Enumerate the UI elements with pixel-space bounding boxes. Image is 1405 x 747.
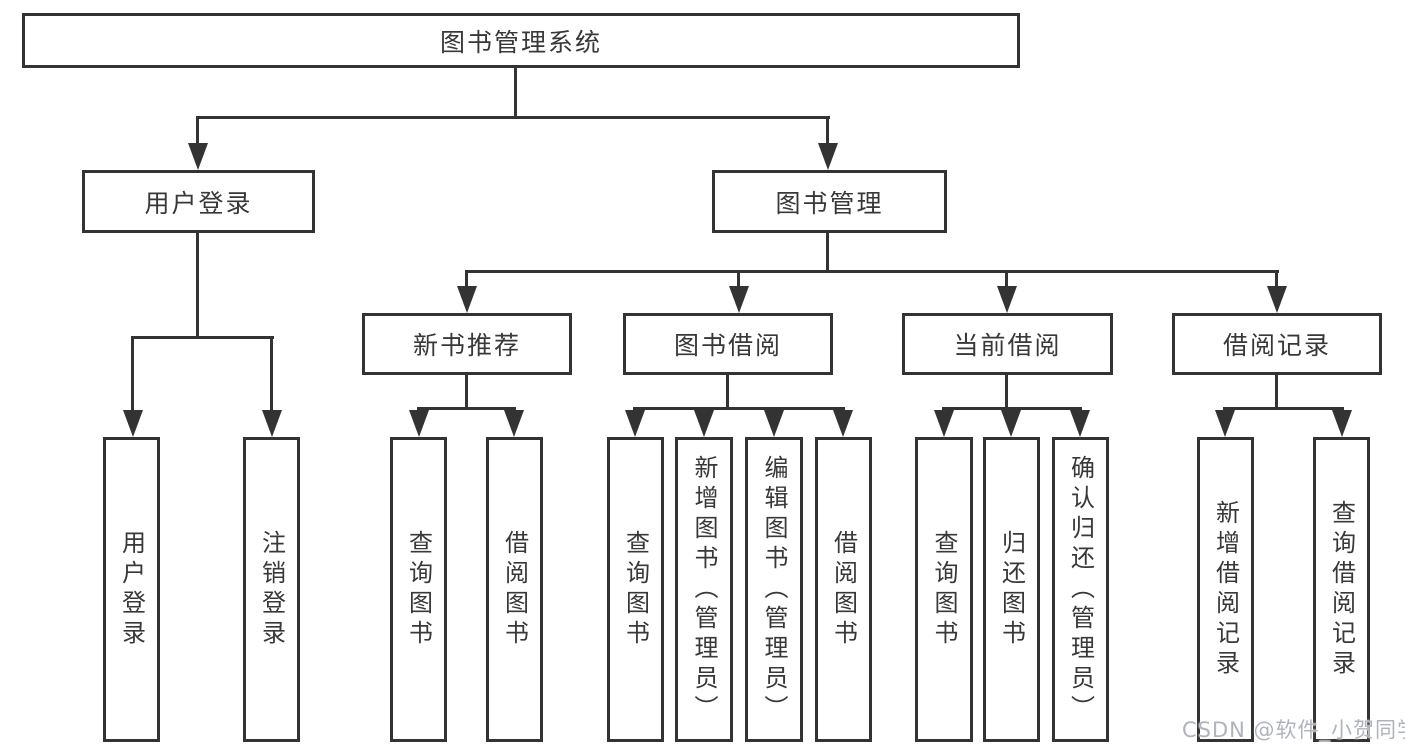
arrow-down-icon bbox=[729, 286, 749, 313]
node-root-system: 图书管理系统 bbox=[22, 13, 1020, 68]
connector-line bbox=[131, 336, 134, 412]
connector-line bbox=[1275, 270, 1278, 290]
node-label: 查询图书 bbox=[621, 529, 650, 650]
node-label: 用户登录 bbox=[117, 529, 146, 650]
node-label: 新增图书（管理员） bbox=[690, 454, 718, 725]
leaf-query-books-current: 查询图书 bbox=[915, 437, 973, 742]
leaf-add-book-admin: 新增图书（管理员） bbox=[675, 437, 733, 742]
arrow-down-icon bbox=[694, 410, 714, 437]
node-label: 图书管理系统 bbox=[439, 27, 602, 57]
arrow-down-icon bbox=[818, 143, 838, 170]
leaf-return-books: 归还图书 bbox=[983, 437, 1040, 742]
leaf-user-login: 用户登录 bbox=[103, 437, 160, 742]
connector-line bbox=[514, 68, 517, 119]
arrow-down-icon bbox=[262, 410, 282, 437]
arrow-down-icon bbox=[1070, 410, 1090, 437]
connector-line bbox=[826, 233, 829, 273]
leaf-borrow-books-recommendation: 借阅图书 bbox=[486, 437, 543, 742]
connector-line bbox=[417, 407, 516, 410]
leaf-query-books-borrowing: 查询图书 bbox=[607, 437, 664, 742]
arrow-down-icon bbox=[833, 410, 853, 437]
node-label: 编辑图书（管理员） bbox=[760, 454, 788, 725]
node-current-borrowing: 当前借阅 bbox=[902, 313, 1113, 375]
node-label: 查询借阅记录 bbox=[1327, 499, 1356, 680]
node-label: 查询图书 bbox=[930, 529, 958, 650]
connector-line bbox=[196, 233, 199, 339]
arrow-down-icon bbox=[934, 410, 954, 437]
csdn-watermark: CSDN @软件_小贺同学 bbox=[1182, 718, 1405, 742]
node-new-book-recommendation: 新书推荐 bbox=[362, 313, 572, 375]
node-label: 用户登录 bbox=[144, 188, 253, 218]
arrow-down-icon bbox=[764, 410, 784, 437]
node-borrowing-records: 借阅记录 bbox=[1172, 313, 1382, 375]
node-label: 注销登录 bbox=[257, 529, 286, 650]
connector-line bbox=[465, 270, 1279, 273]
connector-line bbox=[633, 407, 845, 410]
leaf-edit-book-admin: 编辑图书（管理员） bbox=[745, 437, 803, 742]
connector-line bbox=[826, 116, 829, 148]
arrow-down-icon bbox=[123, 410, 143, 437]
connector-line bbox=[942, 407, 1082, 410]
leaf-logout: 注销登录 bbox=[243, 437, 300, 742]
connector-line bbox=[1223, 407, 1344, 410]
node-book-management: 图书管理 bbox=[712, 170, 947, 233]
node-label: 借阅图书 bbox=[829, 529, 858, 650]
arrow-down-icon bbox=[409, 410, 429, 437]
connector-line bbox=[1275, 375, 1278, 410]
connector-line bbox=[1005, 375, 1008, 410]
connector-line bbox=[465, 270, 468, 290]
arrow-down-icon bbox=[997, 286, 1017, 313]
connector-line bbox=[726, 375, 729, 410]
connector-line bbox=[196, 116, 830, 119]
leaf-add-borrow-record: 新增借阅记录 bbox=[1197, 437, 1254, 742]
node-label: 借阅记录 bbox=[1222, 331, 1331, 360]
arrow-down-icon bbox=[188, 143, 208, 170]
connector-line bbox=[465, 375, 468, 410]
arrow-down-icon bbox=[457, 286, 477, 313]
node-label: 当前借阅 bbox=[953, 331, 1062, 360]
arrow-down-icon bbox=[504, 410, 524, 437]
arrow-down-icon bbox=[1001, 410, 1021, 437]
node-label: 归还图书 bbox=[997, 529, 1026, 650]
connector-line bbox=[737, 270, 740, 290]
arrow-down-icon bbox=[625, 410, 645, 437]
connector-line bbox=[131, 336, 274, 339]
arrow-down-icon bbox=[1332, 410, 1352, 437]
leaf-confirm-return-admin: 确认归还（管理员） bbox=[1052, 437, 1109, 742]
node-label: 借阅图书 bbox=[500, 529, 529, 650]
arrow-down-icon bbox=[1215, 410, 1235, 437]
node-label: 确认归还（管理员） bbox=[1066, 454, 1095, 725]
node-label: 查询图书 bbox=[404, 529, 433, 650]
node-user-login: 用户登录 bbox=[82, 170, 315, 233]
node-label: 图书借阅 bbox=[673, 331, 782, 360]
connector-line bbox=[1005, 270, 1008, 290]
connector-line bbox=[270, 336, 273, 412]
node-label: 新增借阅记录 bbox=[1211, 499, 1240, 680]
leaf-query-borrow-record: 查询借阅记录 bbox=[1313, 437, 1370, 742]
node-book-borrowing: 图书借阅 bbox=[623, 313, 833, 375]
node-label: 新书推荐 bbox=[412, 331, 521, 360]
connector-line bbox=[196, 116, 199, 148]
leaf-query-books-recommendation: 查询图书 bbox=[390, 437, 447, 742]
leaf-borrow-books: 借阅图书 bbox=[815, 437, 872, 742]
node-label: 图书管理 bbox=[775, 188, 884, 218]
arrow-down-icon bbox=[1267, 286, 1287, 313]
